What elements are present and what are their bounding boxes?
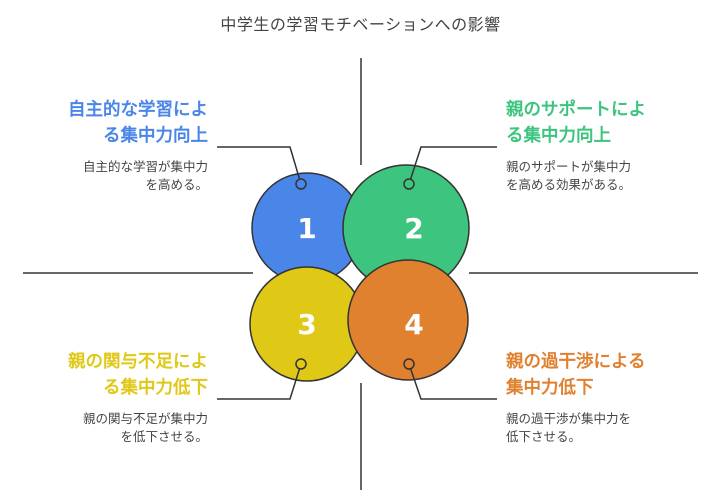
quadrant-1-desc-line1: 自主的な学習が集中力 bbox=[82, 159, 208, 174]
diagram-title: 中学生の学習モチベーションへの影響 bbox=[220, 15, 501, 34]
quadrant-2-heading: 親のサポートによ る集中力向上 bbox=[506, 97, 706, 149]
quadrant-3-heading-line1: 親の関与不足によ bbox=[68, 352, 208, 372]
connector-dot-3 bbox=[295, 358, 307, 370]
circle-4 bbox=[347, 259, 469, 381]
quadrant-2-description: 親のサポートが集中力 を高める効果がある。 bbox=[506, 158, 706, 194]
quadrant-3-desc-line1: 親の関与不足が集中力 bbox=[82, 411, 208, 426]
quadrant-3-heading-line2: る集中力低下 bbox=[103, 378, 208, 398]
circle-number-1: 1 bbox=[297, 212, 316, 245]
connector-1 bbox=[217, 146, 302, 185]
circle-number-2: 2 bbox=[404, 212, 423, 245]
quadrant-4-heading-line2: 集中力低下 bbox=[506, 378, 594, 398]
quadrant-2-desc-line1: 親のサポートが集中力 bbox=[506, 159, 632, 174]
connector-4 bbox=[408, 363, 497, 400]
quadrant-1-heading: 自主的な学習によ る集中力向上 bbox=[20, 97, 208, 149]
quadrant-1-description: 自主的な学習が集中力 を高める。 bbox=[20, 158, 208, 194]
quadrant-1-desc-line2: を高める。 bbox=[145, 177, 208, 192]
quadrant-1-heading-line2: る集中力向上 bbox=[103, 126, 208, 146]
quadrant-2-heading-line2: る集中力向上 bbox=[506, 126, 611, 146]
quadrant-4-desc-line1: 親の過干渉が集中力を bbox=[506, 411, 632, 426]
connector-dot-2 bbox=[403, 178, 415, 190]
quadrant-1-heading-line1: 自主的な学習によ bbox=[68, 100, 208, 120]
connector-dot-1 bbox=[295, 178, 307, 190]
quadrant-3-desc-line2: を低下させる。 bbox=[120, 429, 208, 444]
connector-3 bbox=[217, 363, 302, 400]
quadrant-4-heading: 親の過干渉による 集中力低下 bbox=[506, 349, 706, 401]
circle-number-4: 4 bbox=[404, 308, 423, 341]
quadrant-3-heading: 親の関与不足によ る集中力低下 bbox=[20, 349, 208, 401]
quadrant-4-description: 親の過干渉が集中力を 低下させる。 bbox=[506, 410, 706, 446]
connector-dot-4 bbox=[403, 358, 415, 370]
quadrant-2-heading-line1: 親のサポートによ bbox=[506, 100, 646, 120]
quadrant-3-description: 親の関与不足が集中力 を低下させる。 bbox=[20, 410, 208, 446]
quadrant-2-desc-line2: を高める効果がある。 bbox=[506, 177, 632, 192]
quadrant-4-desc-line2: 低下させる。 bbox=[506, 429, 582, 444]
connector-2 bbox=[408, 146, 497, 185]
quadrant-4-heading-line1: 親の過干渉による bbox=[506, 352, 646, 372]
circle-number-3: 3 bbox=[297, 308, 316, 341]
